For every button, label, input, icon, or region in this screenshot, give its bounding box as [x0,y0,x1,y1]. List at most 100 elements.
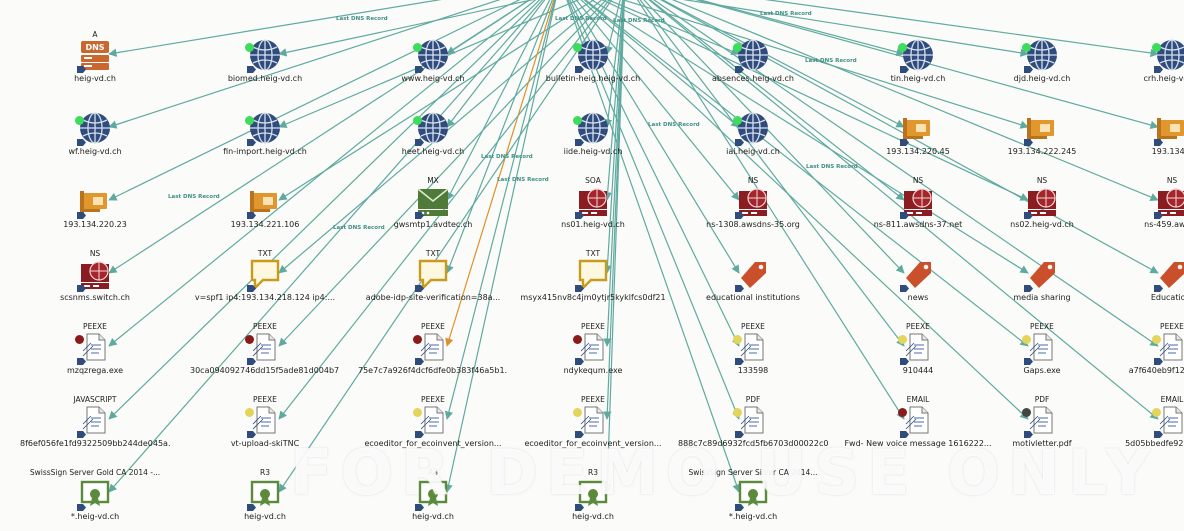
status-dot-icon [413,335,422,344]
node-type-label: PEEXE [1030,322,1054,331]
graph-node[interactable]: absences.heig-vd.ch [678,30,828,84]
graph-node[interactable]: heet.heig-vd.ch [358,103,508,157]
file-icon [75,404,115,438]
node-label: mzqzrega.exe [66,366,124,375]
link-marker-icon [1020,285,1033,292]
link-marker-icon [896,285,909,292]
node-label: 888c7c89d6932fcd5fb6703d00022c0... [678,439,828,448]
node-label: media sharing [1013,293,1071,302]
node-label: 910444 [902,366,934,375]
file-icon [1152,404,1184,438]
graph-node[interactable]: Education, [1097,249,1184,303]
graph-node[interactable]: 193.134.222.245 [967,103,1117,157]
node-label: 75e7c7a926f4dcf6dfe0b383f46a5b1... [358,366,508,375]
graph-node[interactable]: SwissSign Server Silver CA 2014...*.heig… [678,468,828,522]
edge-label: Last DNS Record [648,122,700,128]
node-type-label: PEEXE [581,395,605,404]
graph-node[interactable]: 193.134.220.23 [20,176,170,230]
edge-label: Last DNS Record [555,16,607,22]
graph-node[interactable]: www.heig-vd.ch [358,30,508,84]
node-label: ecoeditor_for_ecoinvent_version... [364,439,502,448]
status-dot-icon [245,408,254,417]
edge-label: Last DNS Record [613,18,665,24]
graph-node[interactable]: educational institutions [678,249,828,303]
link-marker-icon [1020,139,1033,146]
ns-server-icon [75,258,115,292]
node-type-label [678,30,828,39]
graph-edge [278,0,580,128]
graph-node[interactable]: news [843,249,993,303]
globe-icon [733,112,773,146]
node-label: v=spf1 ip4:193.134.218.124 ip4:... [194,293,336,302]
globe-icon [413,39,453,73]
link-marker-icon [411,431,424,438]
link-marker-icon [1020,431,1033,438]
graph-node[interactable]: wf.heig-vd.ch [20,103,170,157]
link-marker-icon [1150,139,1163,146]
graph-node[interactable]: iai.heig-vd.ch [678,103,828,157]
link-marker-icon [411,66,424,73]
node-type-label: EMAIL [1160,395,1184,404]
link-marker-icon [243,212,256,219]
ip-card-icon [1022,112,1062,146]
graph-node[interactable]: fin-import.heig-vd.ch [190,103,340,157]
globe-icon [573,39,613,73]
graph-node[interactable]: PEEXEa7f640eb9f1221158a [1097,322,1184,376]
ns-server-icon [1152,185,1184,219]
node-label: a7f640eb9f1221158a [1128,366,1184,375]
node-label: news [907,293,929,302]
graph-node[interactable]: crh.heig-vd.ch [1097,30,1184,84]
node-type-label: R3 [428,468,438,477]
graph-node[interactable]: iide.heig-vd.ch [518,103,668,157]
link-marker-icon [571,504,584,511]
graph-edge [108,0,442,57]
graph-node[interactable]: 193.134.220.45 [843,103,993,157]
graph-node[interactable]: tin.heig-vd.ch [843,30,993,84]
graph-edge [580,0,1029,420]
certificate-icon [733,477,773,511]
graph-node[interactable]: 193.134.221.106 [190,176,340,230]
link-marker-icon [731,285,744,292]
graph-node[interactable]: djd.heig-vd.ch [967,30,1117,84]
graph-edge [108,0,531,274]
graph-node[interactable]: 193.134.2 [1097,103,1184,157]
status-dot-icon [733,43,742,52]
graph-node[interactable]: EMAIL5d05bbedfe925e446d3 [1097,395,1184,449]
status-dot-icon [75,335,84,344]
graph-node[interactable]: SwissSign Server Gold CA 2014 -...*.heig… [20,468,170,522]
node-type-label: JAVASCRIPT [73,395,117,404]
graph-node[interactable]: biomed.heig-vd.ch [190,30,340,84]
link-marker-icon [571,431,584,438]
graph-node[interactable]: bulletin-heig.heig-vd.ch [518,30,668,84]
graph-node[interactable]: media sharing [967,249,1117,303]
